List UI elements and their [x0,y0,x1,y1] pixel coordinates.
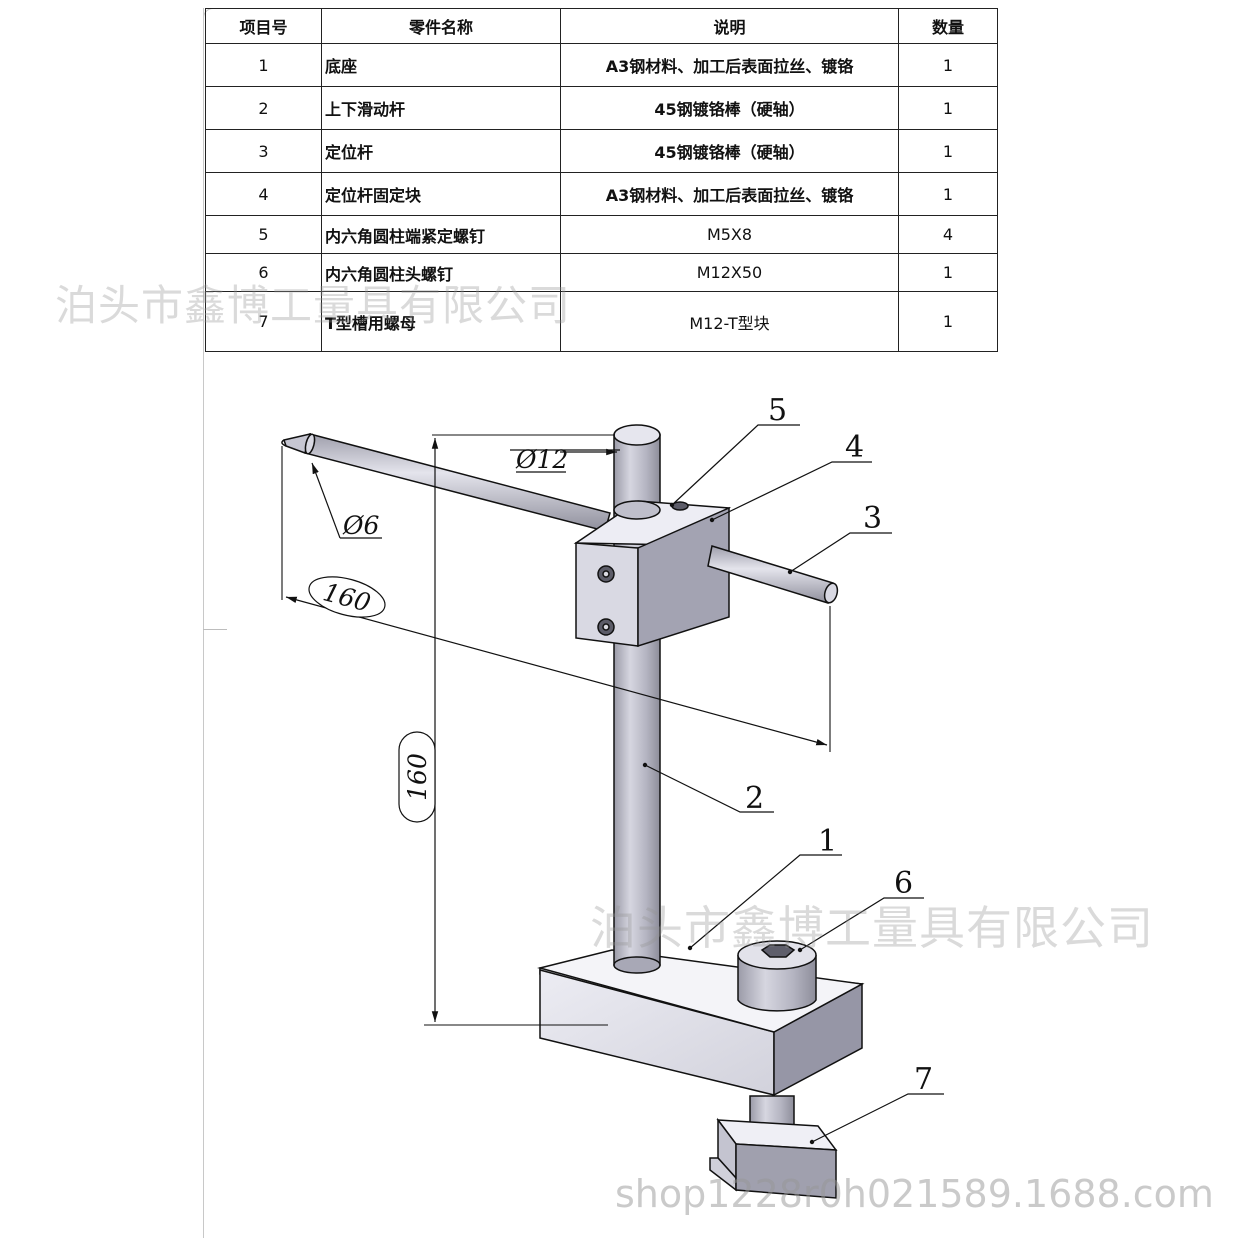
cap-screw [737,940,817,1012]
balloon-7: 7 [914,1062,933,1097]
table-header-row: 项目号 零件名称 说明 数量 [205,8,998,44]
bill-of-materials-table: 项目号 零件名称 说明 数量 1 底座 A3钢材料、加工后表面拉丝、镀铬 1 2… [205,8,998,352]
header-part-name: 零件名称 [321,8,561,44]
dim-height: 160 [398,434,615,1026]
dim-rod-diameter-text: Ø6 [342,511,379,540]
cell-part-name: 内六角圆柱端紧定螺钉 [321,215,561,254]
leader-6 [799,897,924,951]
cell-quantity: 1 [898,43,998,87]
cell-quantity: 1 [898,129,998,173]
leader-2 [644,764,774,813]
cell-item-no: 4 [205,172,322,216]
cell-quantity: 4 [898,215,998,254]
balloon-5: 5 [768,393,787,428]
dim-pillar-diameter-text: Ø12 [515,445,568,474]
cell-description: 45钢镀铬棒（硬轴） [560,129,899,173]
frame-left-border [203,8,204,1238]
dim-rod-diameter: Ø6 [311,462,382,540]
table-row: 5 内六角圆柱端紧定螺钉 M5X8 4 [205,215,998,254]
balloon-4: 4 [845,430,864,465]
cell-item-no: 3 [205,129,322,173]
cell-description: 45钢镀铬棒（硬轴） [560,86,899,130]
leader-1 [689,854,842,949]
leader-5 [671,424,800,506]
table-row: 3 定位杆 45钢镀铬棒（硬轴） 1 [205,129,998,173]
leader-dots [642,502,815,1145]
cell-description: A3钢材料、加工后表面拉丝、镀铬 [560,172,899,216]
leader-lines [644,424,944,1143]
watermark-company-top: 泊头市鑫博工量具有限公司 [55,281,572,330]
cell-item-no: 7 [205,291,322,352]
t-slot-nut [709,1095,838,1199]
cell-description: A3钢材料、加工后表面拉丝、镀铬 [560,43,899,87]
balloon-2: 2 [745,781,764,816]
leader-4 [711,461,872,521]
cell-description: M12-T型块 [560,291,899,352]
leader-7 [811,1093,944,1143]
cell-part-name: 内六角圆柱头螺钉 [321,253,561,292]
dim-rod-length: 160 [281,446,831,752]
balloon-6: 6 [894,866,913,901]
cell-description: M5X8 [560,215,899,254]
cell-quantity: 1 [898,291,998,352]
balloon-1: 1 [818,824,837,859]
leader-3 [789,532,892,573]
watermark-company-mid: 泊头市鑫博工量具有限公司 [590,901,1154,955]
cell-part-name: 定位杆 [321,129,561,173]
balloon-3: 3 [863,501,882,536]
dim-pillar-diameter: Ø12 [510,445,620,474]
table-row: 2 上下滑动杆 45钢镀铬棒（硬轴） 1 [205,86,998,130]
table-row: 7 T型槽用螺母 M12-T型块 1 [205,291,998,352]
cell-quantity: 1 [898,172,998,216]
dim-height-text: 160 [403,753,432,801]
frame-tick-mark [203,629,227,630]
watermark-shop-url: shop1228r0h021589.1688.com [615,1172,1214,1216]
dim-rod-length-text: 160 [320,577,374,617]
table-row: 1 底座 A3钢材料、加工后表面拉丝、镀铬 1 [205,43,998,87]
cell-part-name: T型槽用螺母 [321,291,561,352]
cell-item-no: 5 [205,215,322,254]
